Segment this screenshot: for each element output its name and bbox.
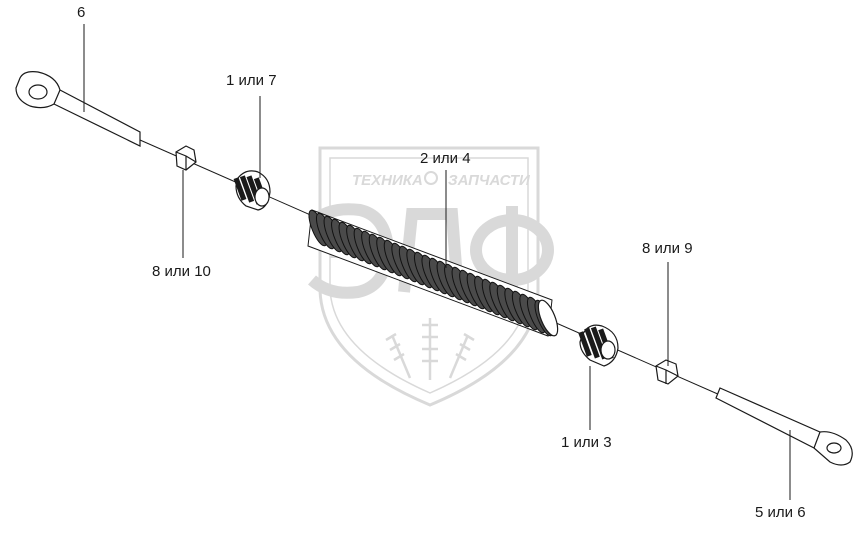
- callout-part-2-or-4: 2 или 4: [420, 150, 471, 167]
- nut-right: [655, 359, 679, 385]
- spring-seat-right: [578, 324, 619, 367]
- main-spring: [307, 209, 559, 337]
- watermark-gear-icon: [424, 171, 438, 185]
- callout-part-1-or-7: 1 или 7: [226, 72, 277, 89]
- callout-part-8-or-10: 8 или 10: [152, 263, 211, 280]
- callout-part-8-or-9: 8 или 9: [642, 240, 693, 257]
- watermark-wheat: [385, 318, 475, 380]
- spring-seat-left: [233, 170, 271, 211]
- spring-end: [537, 299, 559, 337]
- eye-bolt-top: [15, 71, 141, 147]
- callout-part-5-or-6: 5 или 6: [755, 504, 806, 521]
- leader-lines: [83, 24, 791, 500]
- eye-bolt-bottom: [715, 387, 853, 466]
- watermark-left-word: ТЕХНИКА: [352, 172, 423, 189]
- nut-left: [175, 145, 197, 171]
- callout-part-1-or-3: 1 или 3: [561, 434, 612, 451]
- callout-part-6: 6: [77, 4, 86, 21]
- watermark-right-word: ЗАПЧАСТИ: [448, 172, 531, 189]
